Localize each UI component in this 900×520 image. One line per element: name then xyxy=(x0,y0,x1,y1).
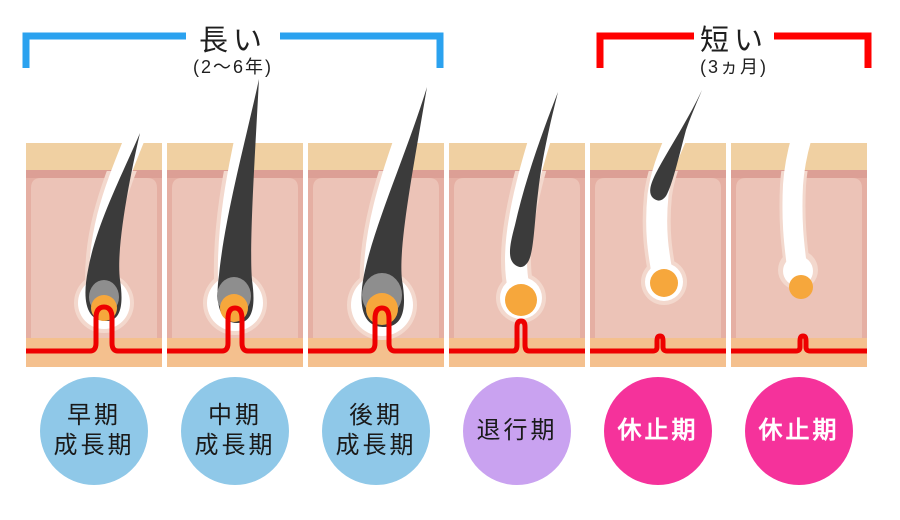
follicle-illustration-telogen-empty-icon xyxy=(731,83,867,367)
stage-label-line1: 中期 xyxy=(208,402,262,429)
stage-label-line1: 早期 xyxy=(67,402,121,429)
duration-brackets xyxy=(22,32,872,68)
long-bracket-duration: (2〜6年) xyxy=(192,57,273,77)
stage-label-line2: 成長期 xyxy=(194,432,276,459)
stage-badge-early-anagen: 早期 成長期 xyxy=(40,377,148,485)
stage-label-line1: 後期 xyxy=(349,402,403,429)
long-bracket xyxy=(22,32,444,68)
stage-cell: 休止期 xyxy=(731,377,867,487)
stage-cell: 早期 成長期 xyxy=(26,377,162,487)
stage-badge-mid-anagen: 中期 成長期 xyxy=(181,377,289,485)
follicle-illustration-mid-anagen-icon xyxy=(167,75,303,367)
stage-label-line1: 退行期 xyxy=(476,417,558,444)
long-bracket-label: 長い xyxy=(198,25,267,57)
stage-label-line1: 休止期 xyxy=(758,417,840,444)
follicle-illustration-early-anagen-icon xyxy=(26,125,162,367)
follicle-illustration-catagen-icon xyxy=(449,84,585,367)
stage-cell: 中期 成長期 xyxy=(167,377,303,487)
stage-label-line2: 成長期 xyxy=(335,432,417,459)
short-bracket-duration: (3ヵ月) xyxy=(700,57,768,77)
stage-cell: 退行期 xyxy=(449,377,585,487)
short-bracket-label: 短い xyxy=(699,25,768,57)
stage-label-line1: 休止期 xyxy=(617,417,699,444)
stage-badge-telogen-1: 休止期 xyxy=(604,377,712,485)
skin-panels-row xyxy=(26,75,873,367)
stage-label-line2: 成長期 xyxy=(53,432,135,459)
stage-badge-telogen-2: 休止期 xyxy=(745,377,853,485)
follicle-illustration-telogen-icon xyxy=(590,86,726,367)
stage-badge-catagen: 退行期 xyxy=(463,377,571,485)
follicle-illustration-late-anagen-icon xyxy=(308,79,444,367)
stage-cell: 休止期 xyxy=(590,377,726,487)
stage-labels-row: 早期 成長期 中期 成長期 後期 成長期 退行期 休止期 xyxy=(26,377,873,487)
stage-cell: 後期 成長期 xyxy=(308,377,444,487)
stage-badge-late-anagen: 後期 成長期 xyxy=(322,377,430,485)
short-bracket xyxy=(596,32,872,68)
